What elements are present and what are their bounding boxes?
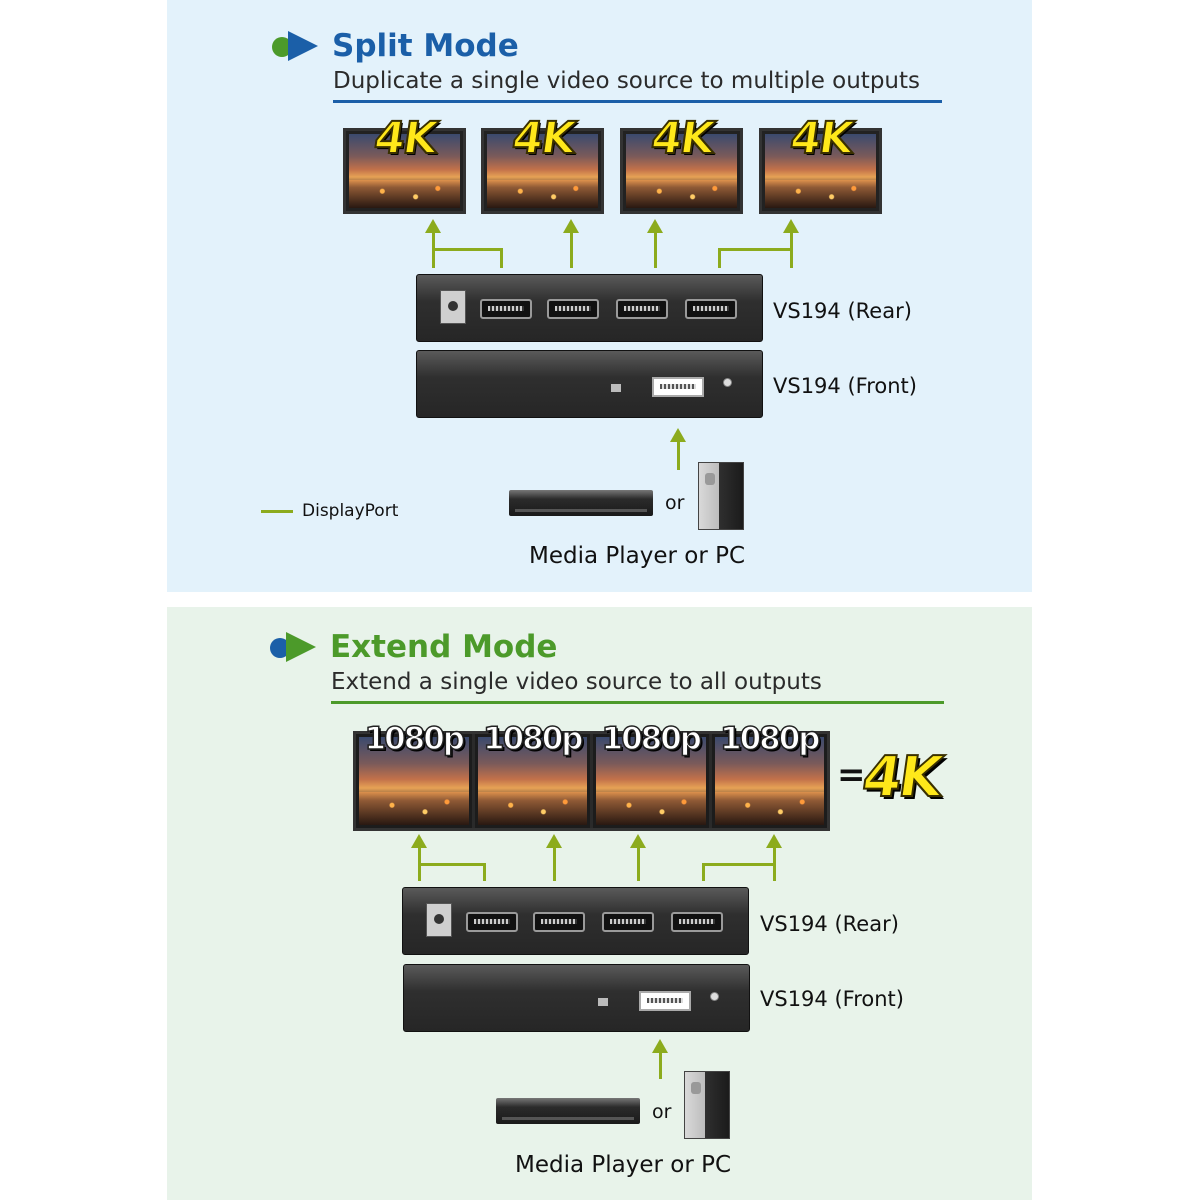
extend-mode-subtitle: Extend a single video source to all outp…: [331, 669, 944, 704]
displayport-output-icon: [616, 299, 668, 319]
displayport-output-icon: [533, 912, 585, 932]
combined-resolution-badge: 4K: [857, 744, 944, 811]
resolution-badge: 1080p: [601, 721, 703, 757]
source-label: Media Player or PC: [515, 1152, 732, 1178]
video-wall: 1080p 1080p 1080p 1080p: [353, 721, 830, 831]
resolution-badge: 4K: [786, 112, 856, 165]
vs194-front-panel: [416, 350, 763, 418]
resolution-badge: 1080p: [719, 721, 821, 757]
pc-tower-icon: [698, 462, 744, 530]
output-monitor: 4K: [481, 112, 604, 214]
resolution-badge: 4K: [370, 112, 440, 165]
rear-label: VS194 (Rear): [773, 299, 912, 323]
or-text: or: [652, 1101, 672, 1123]
vs194-rear-panel: [402, 887, 749, 955]
resolution-badge: 1080p: [482, 721, 584, 757]
mode-arrow-icon: [272, 29, 320, 63]
video-wall-tile: 1080p: [712, 721, 828, 828]
vs194-front-panel: [403, 964, 750, 1032]
displayport-input-icon: [639, 991, 691, 1011]
output-monitor: 4K: [620, 112, 743, 214]
displayport-line-icon: [261, 509, 293, 513]
displayport-output-icon: [547, 299, 599, 319]
pc-tower-icon: [684, 1071, 730, 1139]
source-label: Media Player or PC: [529, 543, 746, 569]
video-wall-tile: 1080p: [593, 721, 712, 828]
displayport-output-icon: [466, 912, 518, 932]
displayport-output-icon: [671, 912, 723, 932]
led-icon: [710, 992, 719, 1001]
power-jack-icon: [440, 290, 466, 324]
led-icon: [723, 378, 732, 387]
split-mode-title: Split Mode: [332, 28, 519, 64]
rear-label: VS194 (Rear): [760, 912, 899, 936]
displayport-output-icon: [602, 912, 654, 932]
mode-arrow-icon: [270, 630, 318, 664]
displayport-input-icon: [652, 377, 704, 397]
extend-mode-title: Extend Mode: [330, 629, 558, 665]
switch-icon: [598, 998, 608, 1006]
media-player-icon: [509, 490, 653, 516]
resolution-badge: 4K: [508, 112, 578, 165]
output-monitor: 4K: [343, 112, 466, 214]
media-player-icon: [496, 1098, 640, 1124]
displayport-output-icon: [685, 299, 737, 319]
extend-mode-panel: Extend Mode Extend a single video source…: [167, 607, 1032, 1200]
split-mode-subtitle: Duplicate a single video source to multi…: [333, 68, 942, 103]
split-mode-panel: Split Mode Duplicate a single video sour…: [167, 0, 1032, 592]
resolution-badge: 4K: [647, 112, 717, 165]
split-title-row: Split Mode: [272, 28, 519, 64]
vs194-rear-panel: [416, 274, 763, 342]
legend-label: DisplayPort: [302, 501, 399, 521]
video-wall-tile: 1080p: [475, 721, 593, 828]
extend-title-row: Extend Mode: [270, 629, 557, 665]
output-monitor: 4K: [759, 112, 882, 214]
switch-icon: [611, 384, 621, 392]
displayport-output-icon: [480, 299, 532, 319]
equals-sign: =: [837, 755, 866, 795]
video-wall-tile: 1080p: [356, 721, 475, 828]
front-label: VS194 (Front): [760, 987, 904, 1011]
front-label: VS194 (Front): [773, 374, 917, 398]
or-text: or: [665, 492, 685, 514]
power-jack-icon: [426, 903, 452, 937]
resolution-badge: 1080p: [364, 721, 466, 757]
legend: DisplayPort: [261, 501, 398, 521]
